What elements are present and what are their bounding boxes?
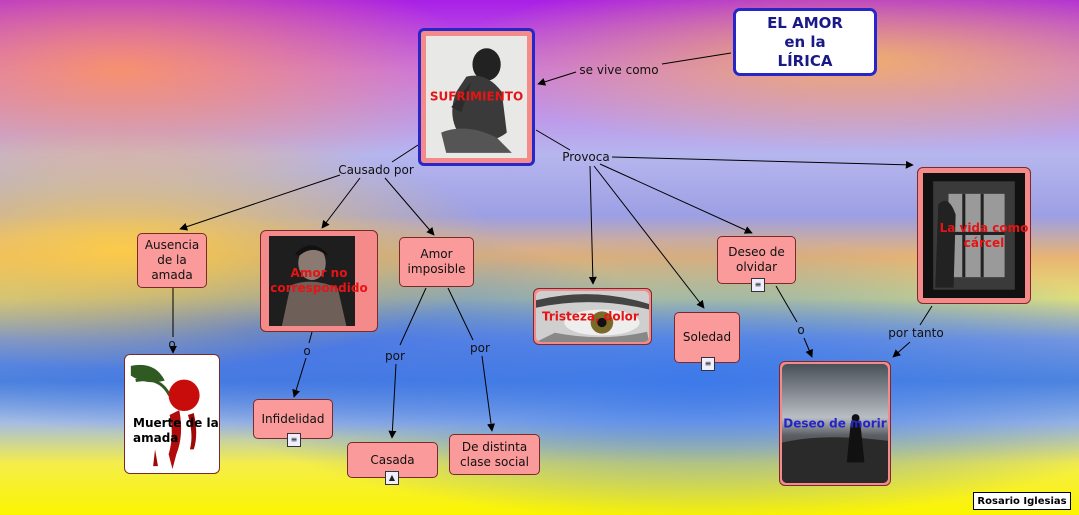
title-line-1: EL AMOR bbox=[767, 13, 843, 32]
link-label-o-morir: o bbox=[797, 323, 805, 337]
concept-sufrimiento[interactable]: SUFRIMIENTO bbox=[418, 28, 535, 166]
arrow-to-deseo-olvidar bbox=[599, 163, 753, 234]
concept-infidelidad[interactable]: Infidelidad bbox=[253, 399, 333, 439]
concept-soledad[interactable]: Soledad bbox=[674, 312, 740, 363]
concept-vida-carcel[interactable]: La vida como cárcel bbox=[917, 167, 1031, 304]
arrow-to-infidelidad bbox=[292, 357, 307, 398]
concept-ausencia-amada[interactable]: Ausencia de la amada bbox=[137, 233, 207, 288]
line-imp-por2 bbox=[447, 287, 474, 341]
author-label: Rosario Iglesias bbox=[973, 492, 1071, 510]
arrow-to-sufrimiento bbox=[537, 71, 577, 86]
concept-amor-imposible[interactable]: Amor imposible bbox=[399, 237, 474, 287]
arrow-to-amor-imposible bbox=[384, 177, 435, 236]
arrow-to-clase-social bbox=[481, 355, 496, 432]
amor-no-correspondido-image bbox=[269, 236, 355, 326]
link-label-causado-por: Causado por bbox=[338, 163, 414, 177]
muerte-amada-label: Muerte de la amada bbox=[133, 416, 219, 445]
concept-muerte-amada[interactable]: Muerte de la amada bbox=[124, 354, 220, 474]
arrow-to-soledad bbox=[593, 165, 705, 309]
document-icon[interactable]: ≡ bbox=[287, 433, 301, 447]
concept-amor-no-correspondido[interactable]: Amor no correspondido bbox=[260, 230, 378, 332]
arrow-to-vida-carcel bbox=[611, 156, 914, 169]
line-title-sevive bbox=[661, 52, 732, 65]
link-label-por-clase: por bbox=[470, 341, 490, 355]
link-label-o-infidelidad: o bbox=[303, 344, 311, 358]
vida-carcel-image bbox=[923, 173, 1025, 298]
tristeza-label: Tristeza, dolor bbox=[542, 309, 639, 323]
link-label-por-casada: por bbox=[385, 349, 405, 363]
tristeza-image bbox=[536, 291, 649, 342]
line-suf-causado bbox=[391, 144, 419, 163]
arrow-to-ausencia bbox=[179, 174, 341, 231]
document-icon[interactable]: ≡ bbox=[701, 357, 715, 371]
sufrimiento-label: SUFRIMIENTO bbox=[429, 89, 524, 104]
link-label-por-tanto: por tanto bbox=[888, 326, 944, 340]
arrow-to-casada bbox=[388, 363, 397, 439]
concept-tristeza-dolor[interactable]: Tristeza, dolor bbox=[533, 288, 652, 345]
title-line-2: en la bbox=[784, 32, 826, 51]
link-label-o-muerte: o bbox=[168, 337, 176, 351]
line-suf-provoca bbox=[535, 129, 571, 151]
line-imp-por1 bbox=[399, 287, 427, 346]
deseo-morir-image bbox=[782, 364, 888, 483]
line-olvidar-o bbox=[775, 285, 798, 323]
title-line-3: LÍRICA bbox=[777, 51, 833, 70]
line-carcel-portanto bbox=[919, 305, 933, 326]
link-label-provoca: Provoca bbox=[562, 150, 610, 164]
link-label-se-vive-como: se vive como bbox=[579, 63, 659, 77]
document-icon[interactable]: ≡ bbox=[751, 278, 765, 292]
concept-deseo-morir[interactable]: Deseo de morir bbox=[779, 361, 891, 486]
map-title[interactable]: EL AMOR en la LÍRICA bbox=[733, 8, 877, 76]
sufrimiento-image bbox=[426, 36, 527, 158]
concept-clase-social[interactable]: De distinta clase social bbox=[449, 434, 540, 475]
muerte-amada-image bbox=[126, 356, 218, 472]
vida-carcel-label: La vida como cárcel bbox=[939, 220, 1029, 250]
arrow-to-morir-a bbox=[803, 337, 813, 358]
arrow-to-tristeza bbox=[588, 165, 597, 285]
arrow-to-amor-no-corr bbox=[321, 177, 361, 229]
concept-deseo-olvidar[interactable]: Deseo de olvidar bbox=[717, 236, 796, 284]
image-icon[interactable]: ▲ bbox=[385, 471, 399, 485]
line-amor-o bbox=[308, 331, 313, 344]
amor-no-correspondido-label: Amor no correspondido bbox=[270, 266, 368, 295]
deseo-morir-label: Deseo de morir bbox=[783, 416, 887, 430]
arrow-to-morir-b bbox=[892, 341, 911, 358]
